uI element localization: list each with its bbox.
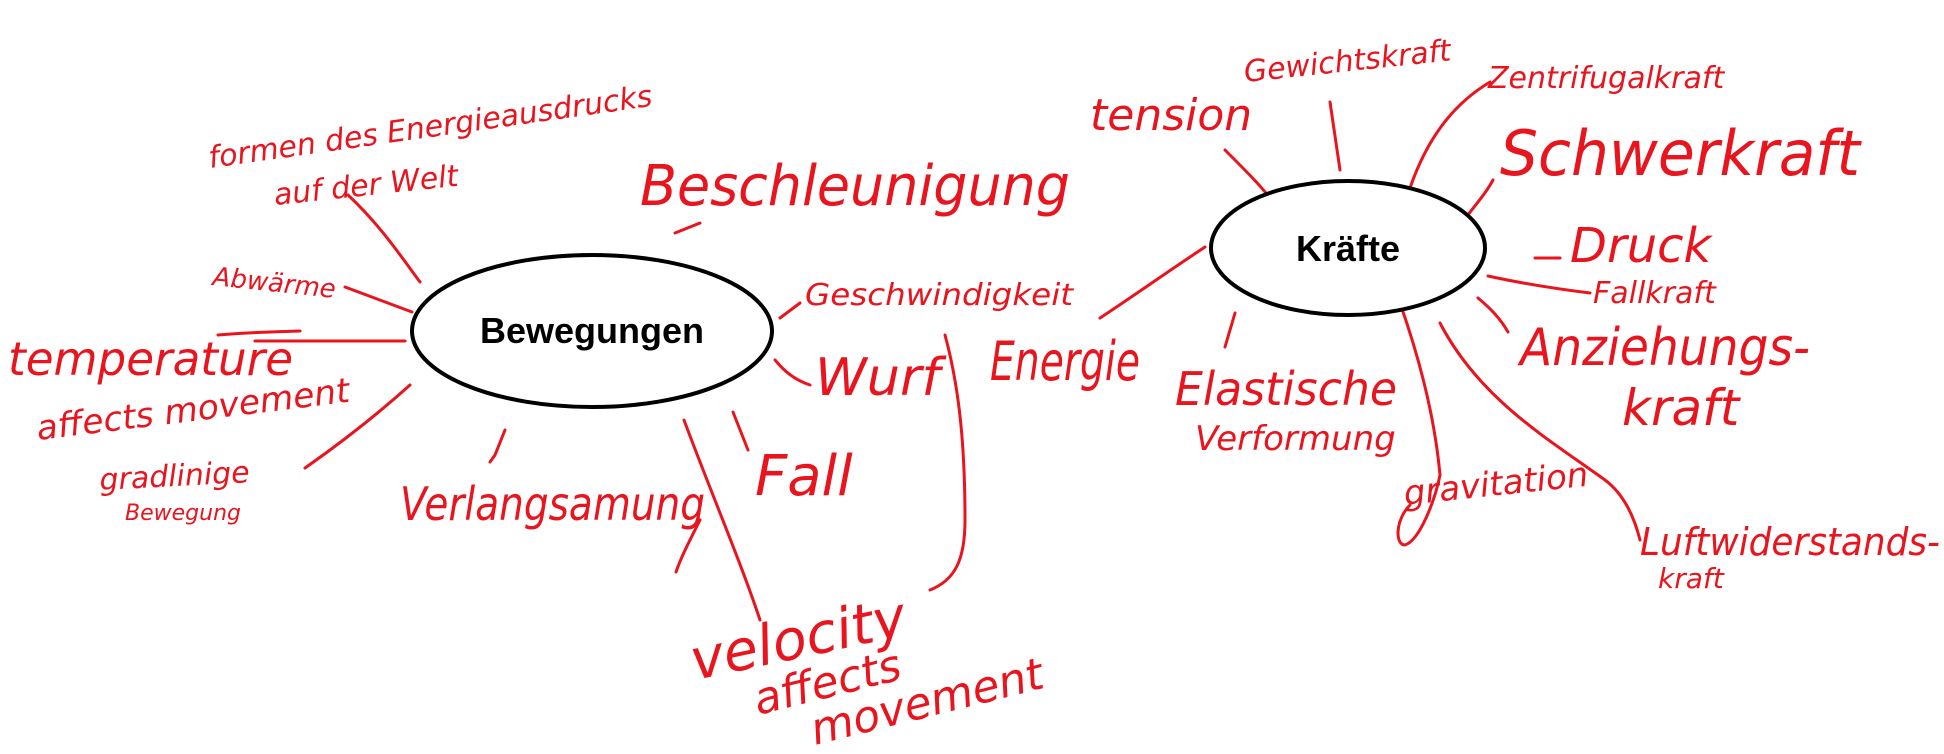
term-luftwiderstands: Luftwiderstands- [1640,520,1940,564]
term-kraft: kraft [1622,379,1742,437]
line-wurf [773,358,812,387]
line-geradlinige [303,383,412,470]
term-zentrifugalkraft: Zentrifugalkraft [1487,61,1725,96]
term-beschleunigung: Beschleunigung [640,154,1070,219]
node-kraefte-ellipse [1209,179,1487,317]
term-gewichtskraft: Gewichtskraft [1242,33,1454,90]
line-gravitation-hook [1396,473,1442,547]
term-anziehungs: Anziehungs- [1517,318,1810,378]
line-tension [1223,148,1272,200]
term-verlangsamung: Verlangsamung [400,477,705,531]
node-kraefte-label: Kräfte [1296,228,1400,269]
term-energie: Energie [990,330,1140,393]
line-beschleunigung [673,221,702,235]
line-zentrifugalkraft [1408,80,1492,190]
line-geschwindigkeit-bracket [928,333,967,592]
line-fallkraft [1486,274,1592,295]
term-geschwindigkeit: Geschwindigkeit [805,278,1074,313]
term-tension: tension [1090,90,1252,141]
line-temperature-underline [216,329,302,337]
term-verformung: Verformung [1195,419,1396,459]
line-velocity [682,418,762,622]
node-bewegungen-label: Bewegungen [480,310,704,351]
term-fallkraft: Fallkraft [1593,276,1717,311]
node-kraefte: Kräfte [1209,179,1487,317]
line-gewichtskraft [1328,100,1342,172]
term-formen-line2: auf der Welt [272,159,461,213]
line-elastische [1223,311,1237,349]
line-verlangsamung-tail [674,518,702,574]
term-abwaerme: Abwärme [209,262,337,305]
term-druck: Druck [1570,218,1714,274]
line-schwerkraft [1466,178,1495,217]
term-luft-kraft: kraft [1658,562,1725,595]
line-luftwiderstand [1438,321,1642,542]
line-abwaerme [343,285,414,314]
term-temperature: temperature [8,332,293,386]
term-schwerkraft: Schwerkraft [1500,117,1863,190]
line-geschwindigkeit [778,301,802,320]
term-wurf: Wurf [815,348,947,408]
line-energie [1098,245,1207,320]
connector-lines [216,80,1642,622]
line-formen [346,193,422,284]
node-bewegungen-ellipse [410,253,774,409]
term-gravitation: gravitation [1402,455,1590,514]
term-bewegung-small: Bewegung [125,501,241,526]
term-geradlinige: gradlinige [99,455,251,498]
line-anziehungs [1476,296,1510,334]
term-fall: Fall [755,444,853,509]
term-elastische: Elastische [1175,362,1397,416]
line-gravitation [1398,301,1442,477]
line-fall [731,410,750,452]
line-verlangsamung [488,428,507,464]
node-bewegungen: Bewegungen [410,253,774,409]
